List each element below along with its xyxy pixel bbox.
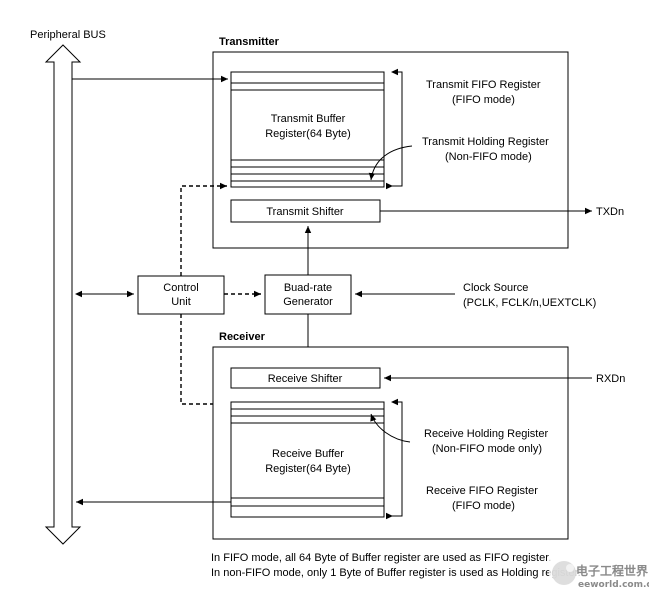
transmit-holding-label-1: Transmit Holding Register xyxy=(422,136,549,148)
control-unit-label-1: Control xyxy=(163,282,198,294)
receive-fifo-bracket xyxy=(386,398,403,520)
clock-source-label-2: (PCLK, FCLK/n,UEXTCLK) xyxy=(463,297,596,309)
note-non-fifo-mode: In non-FIFO mode, only 1 Byte of Buffer … xyxy=(211,567,581,579)
receive-shifter xyxy=(230,367,381,389)
receive-holding-pointer xyxy=(370,413,411,443)
receive-buffer-label-1: Receive Buffer xyxy=(272,448,344,460)
transmitter-title: Transmitter xyxy=(219,36,280,48)
receive-shifter-label: Receive Shifter xyxy=(268,373,343,385)
transmit-buffer-register xyxy=(230,71,385,188)
bus-label: Peripheral BUS xyxy=(30,29,106,41)
transmit-shifter-label: Transmit Shifter xyxy=(266,206,344,218)
receive-holding-label-2: (Non-FIFO mode only) xyxy=(432,443,542,455)
transmit-holding-label-2: (Non-FIFO mode) xyxy=(445,151,532,163)
baud-rate-generator xyxy=(264,274,352,315)
transmit-buffer-label-1: Transmit Buffer xyxy=(271,113,346,125)
peripheral-bus-arrow xyxy=(44,44,82,545)
txd-label: TXDn xyxy=(596,206,624,218)
watermark-logo: 电子工程世界 eeworld.com.cn xyxy=(549,558,649,592)
transmit-fifo-label-1: Transmit FIFO Register xyxy=(426,79,541,91)
receive-fifo-label-1: Receive FIFO Register xyxy=(426,485,538,497)
watermark-cn: 电子工程世界 xyxy=(576,563,648,578)
receive-buffer-label-2: Register(64 Byte) xyxy=(265,463,351,475)
control-unit xyxy=(137,275,225,315)
watermark-en: eeworld.com.cn xyxy=(578,580,649,590)
control-unit-label-2: Unit xyxy=(171,296,191,308)
receiver-title: Receiver xyxy=(219,331,266,343)
rxd-label: RXDn xyxy=(596,373,625,385)
receive-fifo-label-2: (FIFO mode) xyxy=(452,500,515,512)
transmit-holding-pointer xyxy=(368,145,413,181)
control-to-transmitter-dashed xyxy=(180,182,227,276)
baud-generator-label-1: Buad-rate xyxy=(284,282,332,294)
transmit-fifo-label-2: (FIFO mode) xyxy=(452,94,515,106)
baud-generator-label-2: Generator xyxy=(283,296,333,308)
transmit-buffer-label-2: Register(64 Byte) xyxy=(265,128,351,140)
note-fifo-mode: In FIFO mode, all 64 Byte of Buffer regi… xyxy=(211,552,551,564)
clock-source-label-1: Clock Source xyxy=(463,282,528,294)
transmit-fifo-bracket xyxy=(386,68,403,190)
receive-holding-label-1: Receive Holding Register xyxy=(424,428,548,440)
receive-buffer-register xyxy=(230,401,385,518)
control-to-receiver-dashed xyxy=(180,314,227,408)
